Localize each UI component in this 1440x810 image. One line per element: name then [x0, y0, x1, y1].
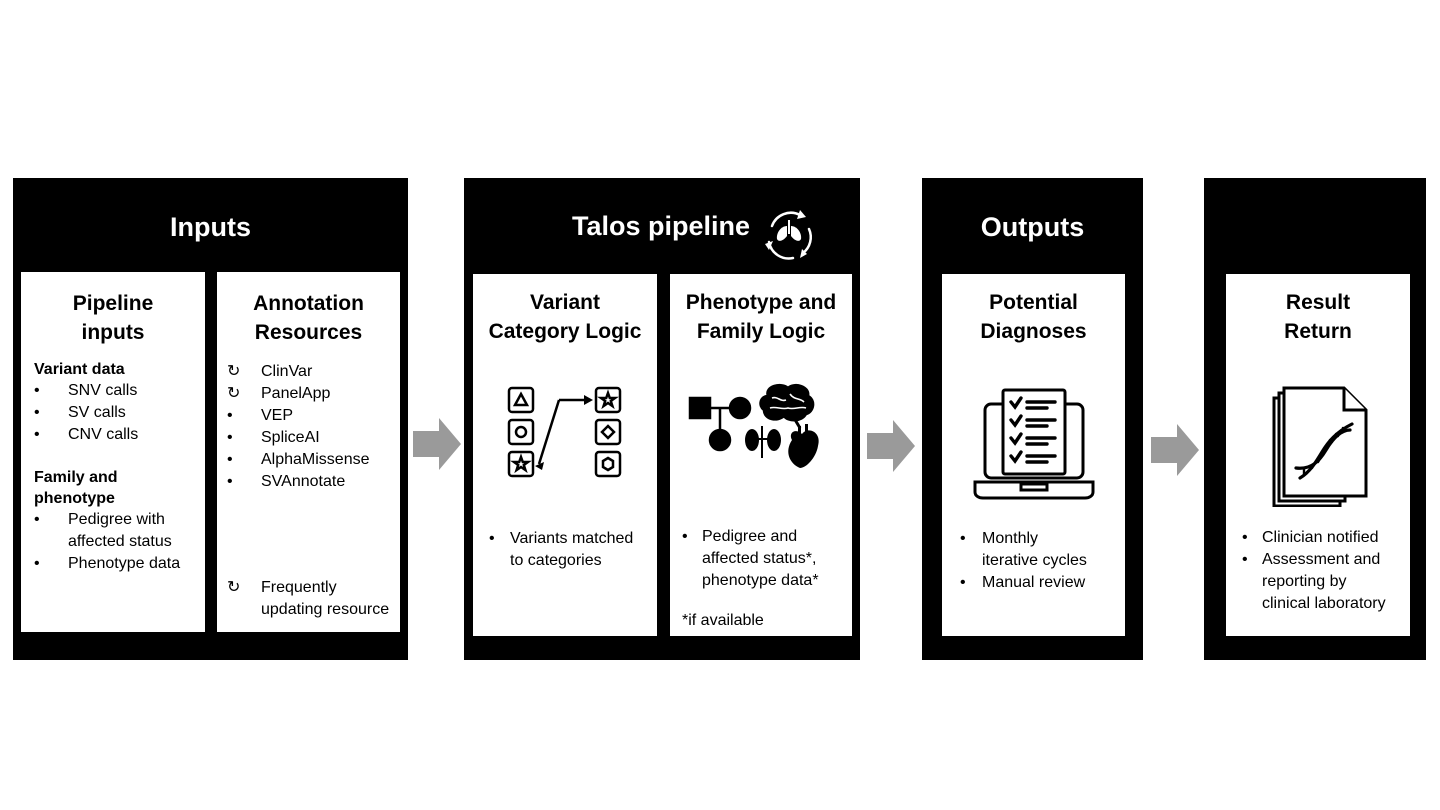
- potential-diagnoses-panel: Potential Diagnoses: [942, 274, 1125, 636]
- refresh-icon: ↻: [227, 579, 241, 596]
- list-item: •Assessment and: [1242, 551, 1381, 568]
- inputs-block: Inputs Pipeline inputs Variant data •SNV…: [13, 178, 408, 660]
- list-item: •VEP: [227, 407, 294, 424]
- outputs-block: Outputs Potential Diagnoses: [922, 178, 1143, 660]
- pipeline-inputs-title: Pipeline inputs: [21, 289, 205, 347]
- cycle-lungs-icon: [765, 210, 812, 260]
- result-return-panel: Result Return •Clinician notifie: [1226, 274, 1410, 636]
- list-item: •SVAnnotate: [227, 473, 346, 490]
- result-block: Result Return •Clinician notifie: [1204, 178, 1426, 660]
- list-item: •Pedigree with: [34, 511, 165, 528]
- variant-category-logic-title: Variant Category Logic: [488, 291, 642, 343]
- talos-pipeline-block: Talos pipeline Variant Category Logic: [464, 178, 860, 660]
- list-item: •SV calls: [34, 404, 126, 421]
- list-item-continuation: affected status: [68, 533, 172, 550]
- list-item: •Manual review: [960, 574, 1086, 591]
- variant-category-logic-text: •Variants matched to categories: [489, 530, 634, 569]
- list-item: •SNV calls: [34, 382, 138, 399]
- laptop-checklist-icon: [973, 388, 1095, 500]
- pipeline-inputs-list: Variant data •SNV calls •SV calls •CNV c…: [34, 359, 180, 575]
- list-item: •SpliceAI: [227, 429, 320, 446]
- refresh-icon: ↻: [227, 385, 241, 402]
- annotation-resources-title: Annotation Resources: [253, 292, 364, 344]
- pipeline-inputs-title-line2: inputs: [81, 321, 145, 344]
- list-item: •Clinician notified: [1242, 529, 1379, 546]
- list-item: •Phenotype data: [34, 555, 181, 572]
- list-item: •AlphaMissense: [227, 451, 370, 468]
- annotation-resources-list: ↻ClinVar ↻PanelApp •VEP •SpliceAI •Alpha…: [227, 361, 370, 493]
- flow-arrow-icon: [867, 420, 915, 472]
- flow-arrow-icon: [413, 418, 461, 470]
- result-return-list: •Clinician notified •Assessment and repo…: [1242, 529, 1386, 612]
- list-item: ↻PanelApp: [227, 383, 370, 405]
- pipeline-inputs-title-line1: Pipeline: [72, 292, 154, 315]
- availability-footnote: *if available: [682, 612, 764, 629]
- family-phenotype-heading: Family and phenotype: [34, 469, 118, 507]
- outputs-title: Outputs: [980, 212, 1085, 242]
- variant-data-heading: Variant data: [34, 361, 125, 378]
- phenotype-family-logic-text: •Pedigree and affected status*, phenotyp…: [682, 528, 819, 589]
- annotation-resources-panel: Annotation Resources ↻ClinVar ↻PanelApp …: [217, 272, 400, 632]
- variant-category-logic-panel: Variant Category Logic: [473, 274, 657, 636]
- list-item: ↻ClinVar: [227, 361, 370, 383]
- dna-report-icon: [1272, 386, 1368, 507]
- variant-categories-icon: [507, 386, 622, 478]
- phenotype-family-logic-panel: Phenotype and Family Logic: [670, 274, 852, 636]
- refresh-icon: ↻: [227, 363, 241, 380]
- potential-diagnoses-title: Potential Diagnoses: [980, 291, 1087, 343]
- pedigree-organs-icon: [688, 384, 819, 468]
- annotation-legend: ↻Frequently updating resource: [227, 579, 390, 618]
- pipeline-inputs-panel: Pipeline inputs Variant data •SNV calls …: [21, 272, 205, 632]
- phenotype-family-logic-title: Phenotype and Family Logic: [685, 291, 837, 343]
- potential-diagnoses-list: •Monthly iterative cycles •Manual review: [960, 528, 1087, 594]
- list-item: •CNV calls: [34, 426, 139, 443]
- talos-pipeline-title: Talos pipeline: [571, 211, 751, 241]
- result-return-title: Result Return: [1284, 291, 1352, 343]
- list-item: •Monthly: [960, 530, 1039, 547]
- flow-arrow-icon: [1151, 424, 1199, 476]
- inputs-title: Inputs: [170, 212, 251, 242]
